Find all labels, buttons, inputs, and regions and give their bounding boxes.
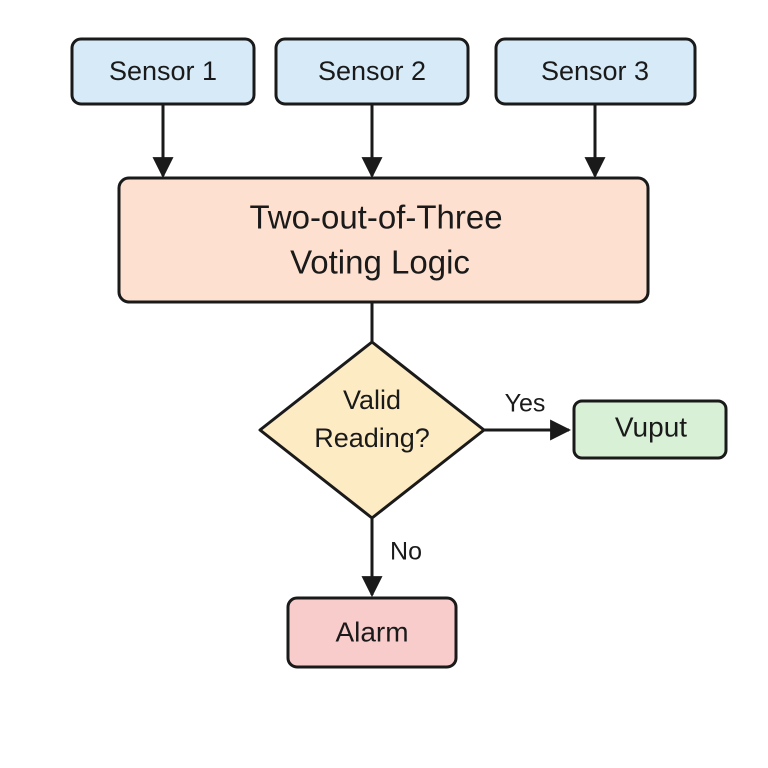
sensor-1-label: Sensor 1 — [109, 56, 217, 86]
sensor-1-node: Sensor 1 — [70, 37, 256, 106]
voting-logic-line-2: Voting Logic — [290, 244, 470, 281]
decision-line-2: Reading? — [314, 423, 430, 453]
sensor-3-label: Sensor 3 — [541, 56, 649, 86]
connectors — [152, 104, 606, 598]
sensor-2-label: Sensor 2 — [318, 56, 426, 86]
output-label: Vuput — [615, 411, 687, 442]
voting-logic-node: Two-out-of-Three Voting Logic — [117, 176, 650, 304]
sensor-3-box — [494, 37, 697, 106]
decision-line-1: Valid — [343, 385, 401, 415]
voting-logic-line-1: Two-out-of-Three — [249, 199, 502, 236]
no-edge-label: No — [390, 538, 422, 566]
alarm-node: Alarm — [286, 596, 458, 669]
alarm-label: Alarm — [335, 616, 408, 647]
sensor-2-node: Sensor 2 — [274, 37, 470, 106]
sensor-3-node: Sensor 3 — [494, 37, 697, 106]
sensor-2-box — [274, 37, 470, 106]
voting-logic-box — [117, 176, 650, 304]
output-box — [572, 399, 728, 460]
alarm-box — [286, 596, 458, 669]
valid-reading-decision-node: Valid Reading? — [258, 340, 486, 520]
output-node: Vuput — [572, 399, 728, 460]
yes-edge-label: Yes — [505, 390, 546, 418]
sensor-1-box — [70, 37, 256, 106]
decision-diamond — [258, 340, 486, 520]
